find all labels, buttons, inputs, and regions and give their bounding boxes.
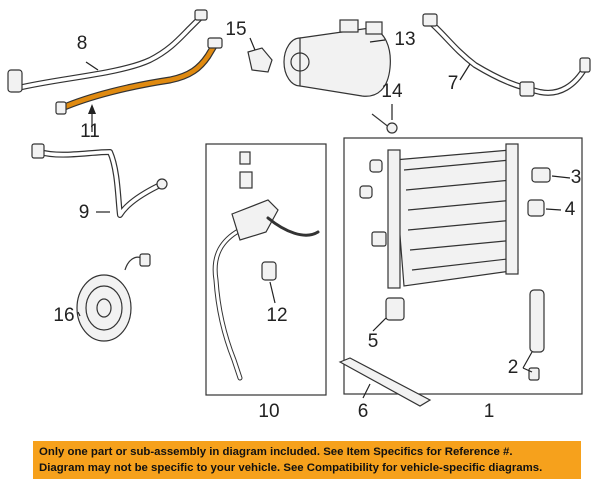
part-7-hose (422, 13, 591, 97)
callout-3: 3 (571, 167, 582, 188)
callout-10: 10 (258, 401, 279, 422)
callout-5: 5 (368, 331, 379, 352)
callout-2: 2 (508, 357, 519, 378)
part-6-seal (338, 357, 432, 407)
callout-7: 7 (448, 73, 459, 94)
disclaimer-banner: Only one part or sub-assembly in diagram… (33, 441, 581, 479)
part-3-bracket (531, 167, 551, 183)
disclaimer-line-2: Diagram may not be specific to your vehi… (39, 462, 543, 474)
callout-15: 15 (225, 19, 246, 40)
callout-1: 1 (484, 401, 495, 422)
part-14-bolt (371, 113, 398, 134)
part-11-hose-highlighted (55, 37, 223, 115)
box-1-outline (343, 137, 583, 395)
part-16-clutch (76, 253, 151, 342)
callout-9: 9 (79, 202, 90, 223)
disclaimer-line-1: Only one part or sub-assembly in diagram… (39, 446, 513, 458)
callout-6: 6 (358, 401, 369, 422)
part-2-receiver (528, 289, 545, 381)
part-9-hose (31, 143, 168, 218)
callout-11: 11 (80, 121, 100, 142)
part-5-bracket (385, 297, 405, 321)
part-13-compressor (283, 19, 391, 97)
callout-14: 14 (381, 81, 403, 102)
box-10-outline (205, 143, 327, 396)
part-8-hose (7, 9, 208, 93)
part-1-condenser (387, 143, 519, 289)
callout-13: 13 (394, 29, 415, 50)
callout-4: 4 (565, 199, 576, 220)
callout-12: 12 (266, 305, 287, 326)
part-4-cushion (527, 199, 545, 217)
part-mount-small (359, 159, 387, 247)
callout-16: 16 (53, 305, 74, 326)
callout-8: 8 (77, 33, 88, 54)
part-15-bracket (247, 47, 273, 73)
part-10-pipe-assembly (212, 151, 320, 381)
leader-lines (77, 37, 571, 399)
part-12-switch (261, 261, 277, 281)
